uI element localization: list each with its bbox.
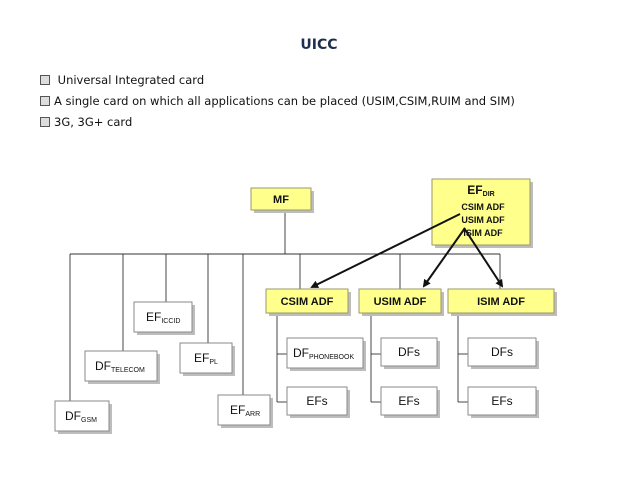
arrow-to-usim-adf [422,227,466,288]
mf-node: MF [250,187,314,213]
csim-efs-label: EFs [306,394,327,408]
checkbox-bullet-icon [40,96,50,106]
isim-dfs-label: DFs [491,345,513,359]
df-phonebook-label: DFPHONEBOOK [293,346,354,361]
bullet-text: Universal Integrated card [54,73,205,87]
ef-dir-label: EFDIR [467,183,494,198]
ef-dir-line: CSIM ADF [461,202,505,212]
ef-pl-label: EFPL [194,351,218,366]
bullet-item: 3G, 3G+ card [40,115,515,136]
mf-label: MF [273,194,289,206]
bullet-list: Universal Integrated card A single card … [40,73,515,136]
df-gsm-node: DFGSM [54,400,112,434]
connector-lines [69,212,501,404]
isim-efs-label: EFs [491,394,512,408]
arrow-to-csim-adf [310,213,461,288]
usim-dfs-label: DFs [398,345,420,359]
ef-arr-label: EFARR [230,403,260,418]
ef-dir-line: USIM ADF [461,215,505,225]
bullet-item: A single card on which all applications … [40,94,515,115]
csim-adf-node: CSIM ADF [265,288,351,316]
checkbox-bullet-icon [40,75,50,85]
ef-dir-node: EFDIR CSIM ADF USIM ADF ISIM ADF [431,178,533,248]
ef-iccid-label: EFICCID [146,310,180,325]
isim-efs-node: EFs [467,386,539,418]
df-telecom-node: DFTELECOM [84,350,160,384]
df-gsm-label: DFGSM [65,409,97,424]
csim-efs-node: EFs [286,386,350,418]
isim-adf-node: ISIM ADF [447,288,557,316]
ef-arr-node: EFARR [217,394,273,428]
ef-iccid-node: EFICCID [133,301,195,335]
isim-adf-label: ISIM ADF [477,296,525,308]
checkbox-bullet-icon [40,117,50,127]
usim-efs-node: EFs [380,386,440,418]
df-phonebook-node: DFPHONEBOOK [286,337,366,371]
isim-dfs-node: DFs [467,337,539,369]
ef-dir-line: ISIM ADF [463,228,503,238]
arrow-to-isim-adf [463,227,504,288]
bullet-text: A single card on which all applications … [54,94,515,108]
bullet-item: Universal Integrated card [40,73,515,94]
df-telecom-label: DFTELECOM [95,359,145,374]
bullet-text: 3G, 3G+ card [54,115,133,129]
slide-title: UICC [300,37,338,53]
ef-pl-node: EFPL [179,342,235,376]
reference-arrows [310,213,504,288]
csim-adf-label: CSIM ADF [281,296,334,308]
usim-adf-label: USIM ADF [374,296,427,308]
usim-adf-node: USIM ADF [358,288,444,316]
usim-dfs-node: DFs [380,337,440,369]
usim-efs-label: EFs [398,394,419,408]
